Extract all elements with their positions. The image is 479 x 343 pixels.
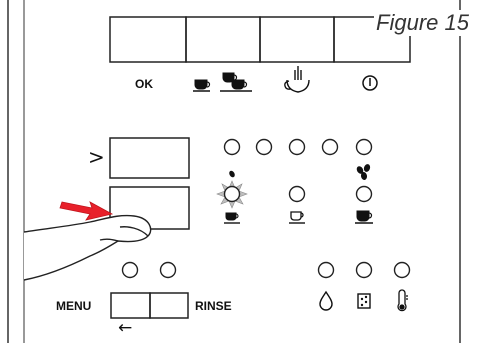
thermometer-icon <box>397 289 408 312</box>
power-button[interactable] <box>333 16 411 63</box>
indicator-light <box>288 138 306 156</box>
indicator-row-1 <box>223 138 373 156</box>
figure-caption: Figure 15 <box>374 10 471 36</box>
temperature-indicator <box>393 261 411 279</box>
cup-icon <box>355 210 373 224</box>
large-coffee-indicator <box>355 185 373 203</box>
grounds-container-icon <box>357 293 371 309</box>
rinse-label: RINSE <box>195 299 232 313</box>
grounds-indicator <box>355 261 373 279</box>
indicator-light <box>321 138 339 156</box>
small-coffee-indicator <box>223 185 241 203</box>
back-arrow-icon: ← <box>118 318 133 338</box>
pointing-hand <box>23 214 152 281</box>
bean-dot-icon <box>229 170 235 178</box>
water-indicator <box>317 261 335 279</box>
rinse-button[interactable] <box>149 292 189 319</box>
espresso-indicator <box>288 185 306 203</box>
beans-icon <box>356 164 371 180</box>
upper-display-button[interactable] <box>109 137 190 179</box>
menu-indicator <box>121 261 139 279</box>
cup-icon <box>224 212 240 224</box>
next-arrow-icon: > <box>88 145 105 169</box>
cup-icon <box>193 72 252 92</box>
steam-icon <box>284 66 310 93</box>
power-icon <box>362 75 378 91</box>
water-drop-icon <box>319 290 333 311</box>
press-arrow <box>59 201 114 221</box>
indicator-light <box>223 138 241 156</box>
menu-label: MENU <box>56 299 92 313</box>
top-button-row <box>109 16 411 63</box>
ok-label: OK <box>135 77 153 91</box>
indicator-light <box>355 138 373 156</box>
rinse-indicator <box>159 261 177 279</box>
indicator-light <box>255 138 273 156</box>
cup-icon <box>289 211 305 224</box>
